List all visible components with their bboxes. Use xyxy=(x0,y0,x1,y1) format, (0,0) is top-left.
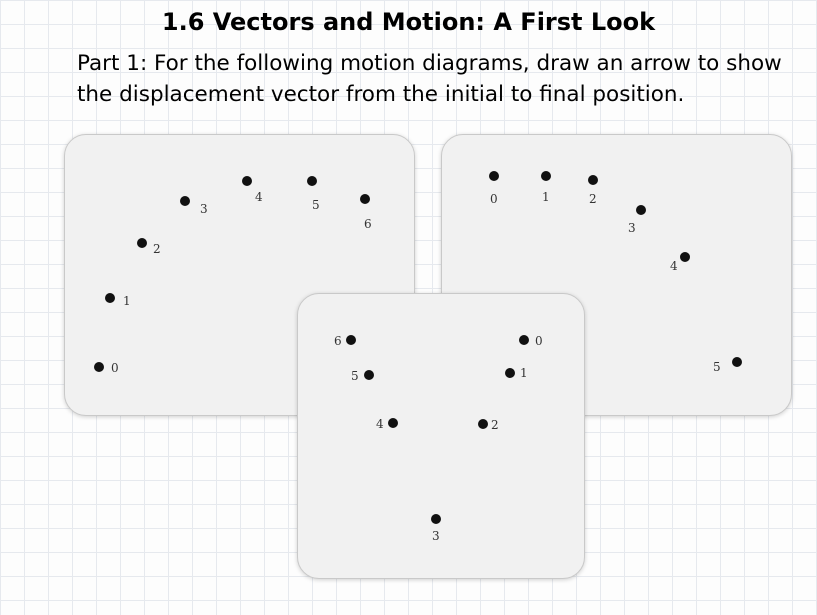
motion-diagram-1-canvas: 0 1 2 3 4 5 6 xyxy=(94,176,372,375)
position-label: 5 xyxy=(312,198,320,212)
position-dot xyxy=(478,419,488,429)
position-dot xyxy=(360,194,370,204)
position-2: 2 xyxy=(137,238,161,256)
position-label: 1 xyxy=(123,294,131,308)
motion-diagram-2: 0 1 2 3 4 5 xyxy=(441,134,792,416)
position-6: 6 xyxy=(360,194,372,231)
position-3: 3 xyxy=(628,205,646,235)
position-3: 3 xyxy=(431,514,441,543)
position-dot xyxy=(242,176,252,186)
position-label: 6 xyxy=(364,217,372,231)
position-0: 0 xyxy=(94,361,119,375)
position-dot xyxy=(732,357,742,367)
page-title: 1.6 Vectors and Motion: A First Look xyxy=(161,8,656,36)
position-label: 2 xyxy=(153,242,161,256)
position-dot xyxy=(541,171,551,181)
position-3: 3 xyxy=(180,196,208,216)
motion-diagram-3: 0 1 2 3 4 5 6 xyxy=(297,293,585,579)
position-label: 2 xyxy=(491,418,499,432)
position-label: 4 xyxy=(255,190,263,204)
position-label: 5 xyxy=(713,360,721,374)
position-dot xyxy=(431,514,441,524)
position-6: 6 xyxy=(334,334,356,348)
position-label: 4 xyxy=(670,259,678,273)
position-label: 5 xyxy=(351,369,359,383)
position-label: 3 xyxy=(432,529,440,543)
position-5: 5 xyxy=(351,369,374,383)
position-0: 0 xyxy=(519,334,543,348)
position-label: 1 xyxy=(542,190,550,204)
position-0: 0 xyxy=(489,171,499,206)
position-dot xyxy=(680,252,690,262)
motion-diagram-1: 0 1 2 3 4 5 6 xyxy=(64,134,415,416)
position-2: 2 xyxy=(478,418,499,432)
position-dot xyxy=(489,171,499,181)
position-1: 1 xyxy=(505,366,528,380)
position-dot xyxy=(137,238,147,248)
position-5: 5 xyxy=(713,357,742,374)
position-5: 5 xyxy=(307,176,320,212)
motion-diagram-2-canvas: 0 1 2 3 4 5 xyxy=(489,171,742,374)
position-label: 3 xyxy=(628,221,636,235)
position-dot xyxy=(519,335,529,345)
position-label: 3 xyxy=(200,202,208,216)
position-2: 2 xyxy=(588,175,598,206)
position-dot xyxy=(505,368,515,378)
position-1: 1 xyxy=(541,171,551,204)
position-4: 4 xyxy=(670,252,690,273)
position-dot xyxy=(588,175,598,185)
position-dot xyxy=(105,293,115,303)
position-4: 4 xyxy=(242,176,263,204)
position-label: 0 xyxy=(535,334,543,348)
position-label: 6 xyxy=(334,334,342,348)
position-dot xyxy=(307,176,317,186)
position-dot xyxy=(94,362,104,372)
position-dot xyxy=(388,418,398,428)
position-label: 4 xyxy=(376,417,384,431)
position-dot xyxy=(346,335,356,345)
position-label: 1 xyxy=(520,366,528,380)
position-label: 0 xyxy=(111,361,119,375)
position-1: 1 xyxy=(105,293,131,308)
position-dot xyxy=(364,370,374,380)
motion-diagram-3-canvas: 0 1 2 3 4 5 6 xyxy=(334,334,543,543)
position-4: 4 xyxy=(376,417,398,431)
position-label: 0 xyxy=(490,192,498,206)
position-dot xyxy=(180,196,190,206)
position-dot xyxy=(636,205,646,215)
position-label: 2 xyxy=(589,192,597,206)
instructions-text: Part 1: For the following motion diagram… xyxy=(77,51,782,107)
